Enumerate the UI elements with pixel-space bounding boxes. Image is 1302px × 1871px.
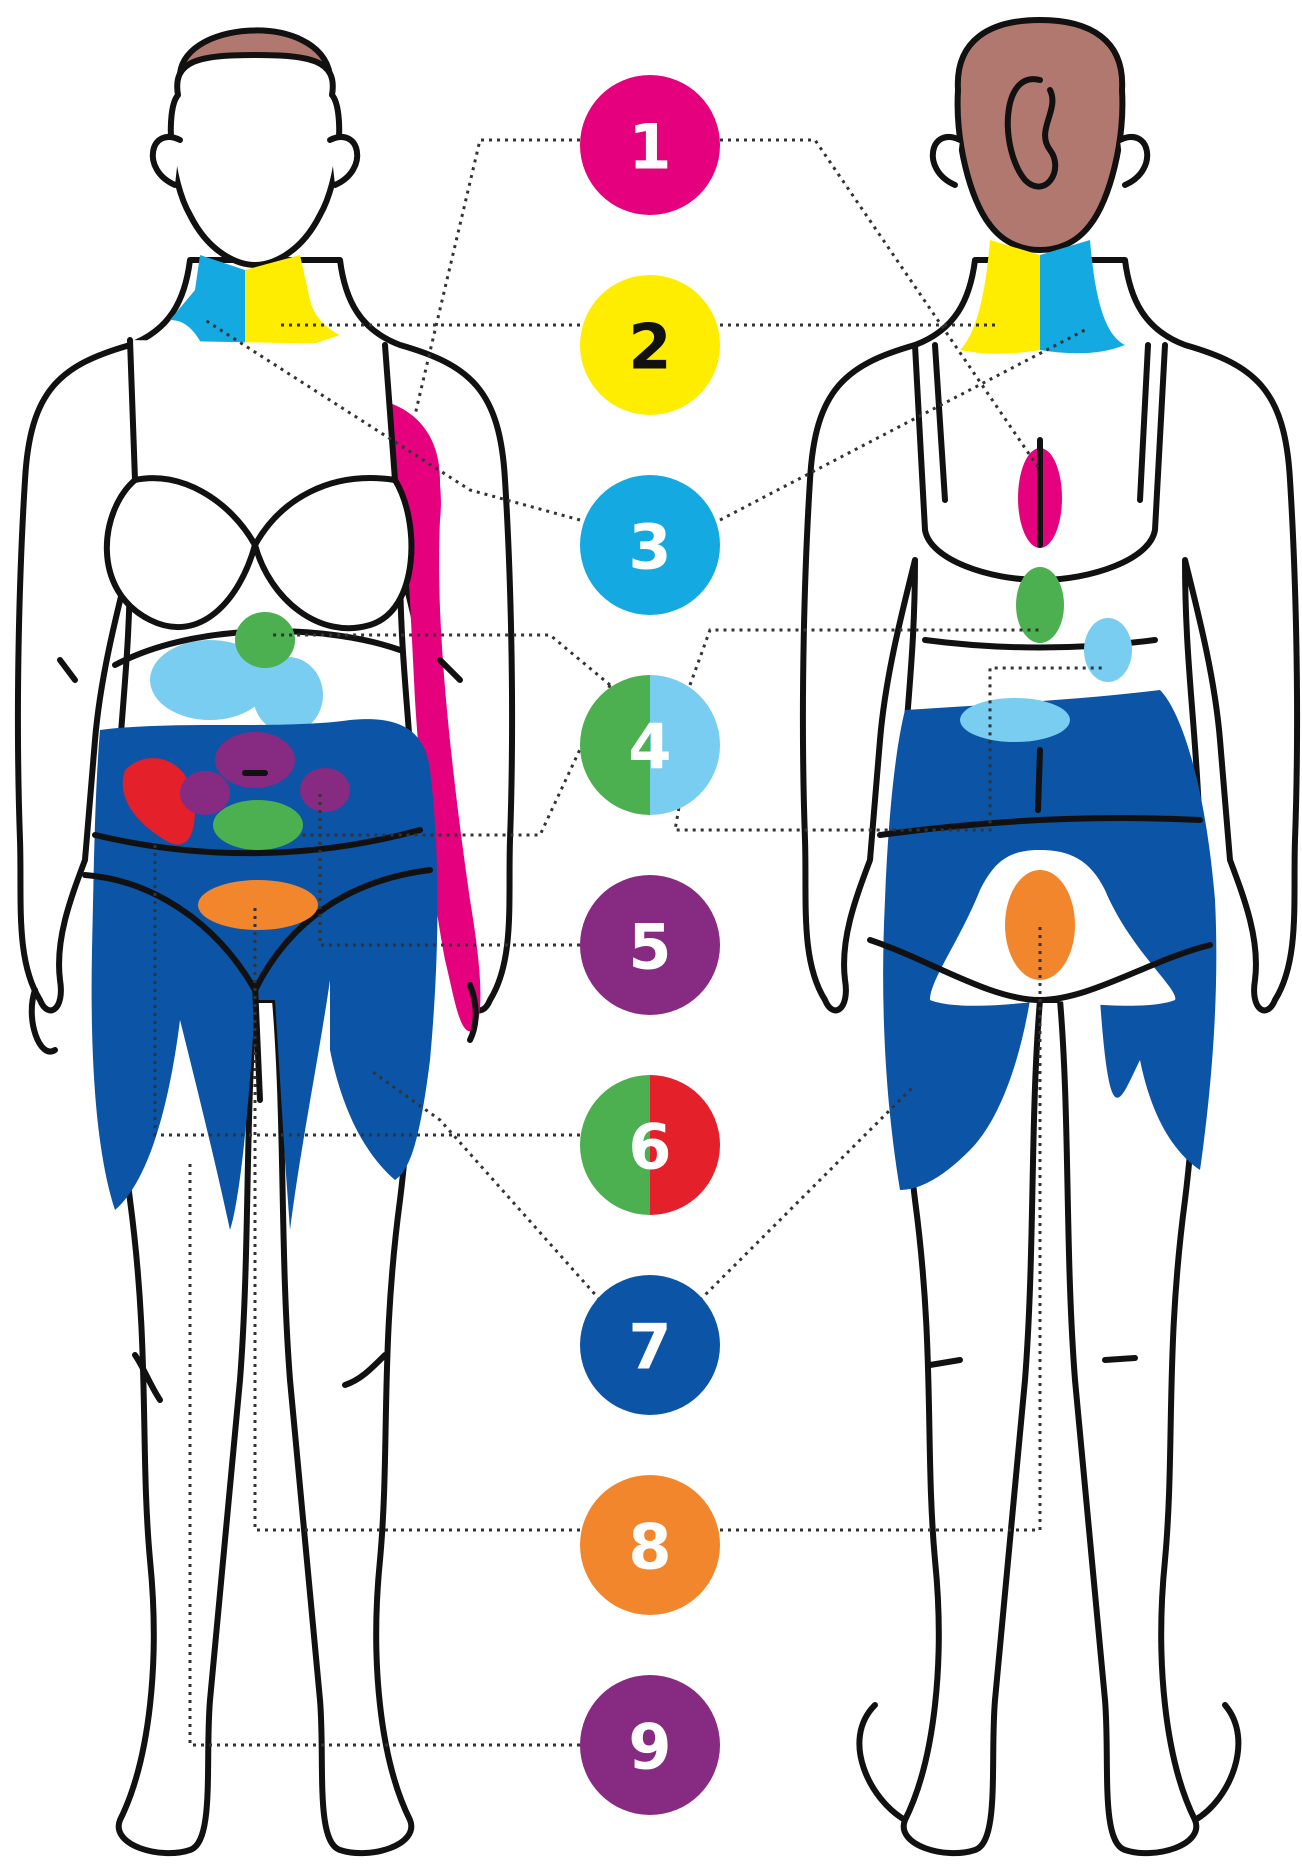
marker-7: 7 (580, 1275, 720, 1415)
leader-7-right (700, 1085, 915, 1300)
back-spine-green (1016, 567, 1064, 643)
front-purple-center (215, 732, 295, 788)
front-purple-left (180, 771, 230, 815)
back-kidney-lightblue (1084, 618, 1132, 682)
marker-2-label: 2 (628, 311, 671, 384)
back-heel-right (1195, 1705, 1238, 1820)
marker-4-label: 4 (628, 711, 671, 784)
front-abdomen-green-upper (235, 612, 295, 668)
marker-9: 9 (580, 1675, 720, 1815)
back-figure (803, 20, 1297, 1853)
front-figure (18, 30, 512, 1853)
front-abdomen-lightblue-2 (253, 657, 323, 733)
back-head (958, 20, 1123, 250)
marker-4: 4 (580, 675, 720, 815)
back-knee-right (1105, 1358, 1135, 1360)
marker-7-label: 7 (628, 1311, 671, 1384)
marker-9-label: 9 (628, 1711, 671, 1784)
marker-6-label: 6 (628, 1111, 671, 1184)
marker-2: 2 (580, 275, 720, 415)
marker-1: 1 (580, 75, 720, 215)
number-markers: 1 2 3 4 5 6 7 8 9 (580, 75, 720, 1815)
marker-5: 5 (580, 875, 720, 1015)
marker-1-label: 1 (628, 111, 671, 184)
front-pubic-orange (198, 880, 318, 930)
back-coccyx-orange (1005, 870, 1075, 980)
marker-3: 3 (580, 475, 720, 615)
back-ear-left (933, 137, 960, 185)
marker-6: 6 (580, 1075, 720, 1215)
back-heel-left (859, 1705, 905, 1820)
front-purple-right (300, 768, 350, 812)
front-head (171, 55, 339, 265)
marker-8-label: 8 (628, 1511, 671, 1584)
back-lower-lightblue (960, 698, 1070, 742)
marker-8: 8 (580, 1475, 720, 1615)
marker-3-label: 3 (628, 511, 671, 584)
back-spine-line-lower (1038, 750, 1040, 810)
front-green-lower (213, 800, 303, 850)
marker-5-label: 5 (628, 911, 671, 984)
back-ear-right (1120, 137, 1147, 185)
